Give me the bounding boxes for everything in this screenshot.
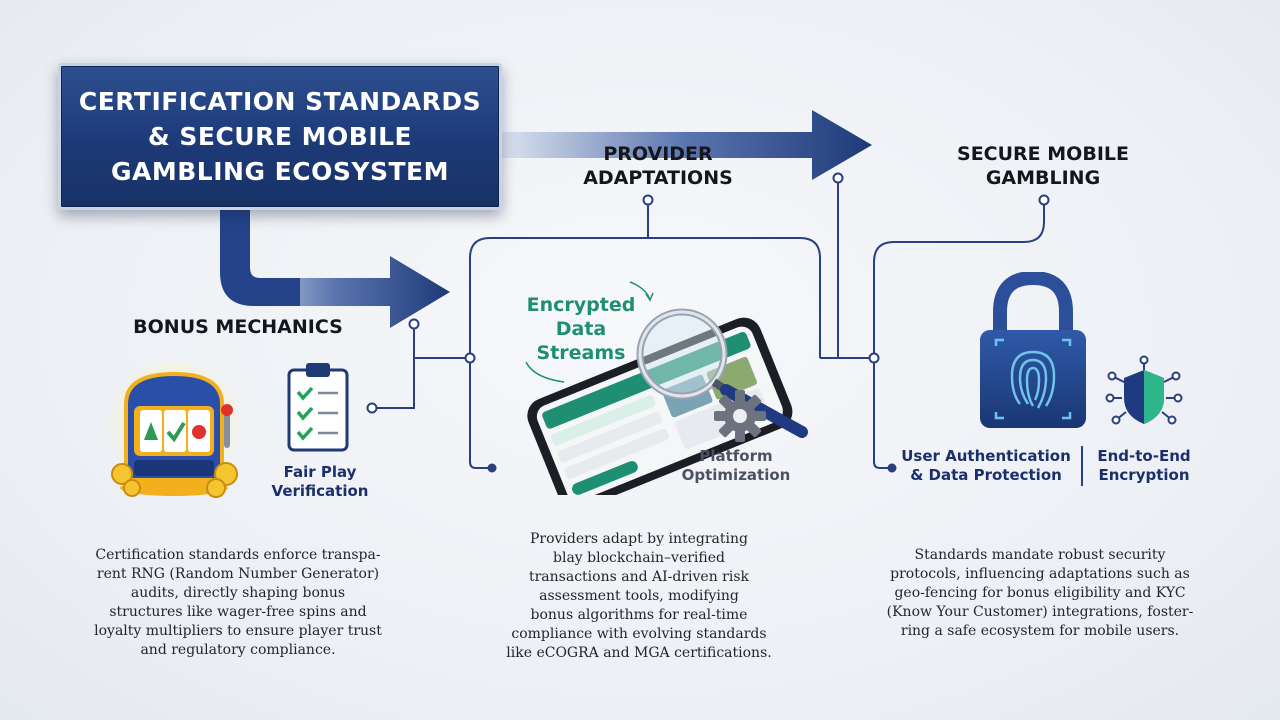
bonus-desc-line: audits, directly shaping bonus bbox=[130, 585, 346, 601]
user-auth-line-2: & Data Protection bbox=[910, 466, 1062, 484]
provider-heading-line-2: ADAPTATIONS bbox=[583, 167, 733, 189]
bonus-desc-line: Certification standards enforce transpa- bbox=[95, 547, 381, 563]
bonus-desc-line: and regulatory compliance. bbox=[140, 642, 336, 658]
secure-desc-line: (Know Your Customer) integrations, foste… bbox=[886, 604, 1194, 620]
page-title: CERTIFICATION STANDARDS & SECURE MOBILE … bbox=[70, 84, 490, 189]
e2e-line-1: End-to-End bbox=[1097, 447, 1191, 465]
title-banner: CERTIFICATION STANDARDS & SECURE MOBILE … bbox=[58, 63, 502, 210]
e2e-line-2: Encryption bbox=[1098, 466, 1190, 484]
encrypted-line-3: Streams bbox=[536, 342, 626, 364]
secure-heading-line-2: GAMBLING bbox=[985, 167, 1101, 189]
encrypted-line-1: Encrypted bbox=[526, 294, 636, 316]
provider-desc-line: transactions and AI-driven risk bbox=[528, 569, 749, 585]
fair-play-line-2: Verification bbox=[271, 482, 369, 500]
provider-heading-line-1: PROVIDER bbox=[603, 143, 713, 165]
secure-desc-line: protocols, influencing adaptations such … bbox=[890, 566, 1190, 582]
platform-optimization-label: Platform Optimization bbox=[676, 447, 796, 485]
secure-heading-line-1: SECURE MOBILE bbox=[957, 143, 1129, 165]
secure-mobile-description: Standards mandate robust security protoc… bbox=[862, 546, 1218, 641]
bonus-desc-line: structures like wager-free spins and bbox=[109, 604, 367, 620]
clipboard-checklist-icon bbox=[287, 363, 349, 452]
flow-arrow-top bbox=[498, 110, 872, 180]
bonus-mechanics-heading: BONUS MECHANICS bbox=[118, 315, 358, 339]
user-authentication-label: User Authentication & Data Protection bbox=[893, 447, 1079, 485]
fair-play-verification-label: Fair Play Verification bbox=[256, 463, 384, 501]
title-line-1: CERTIFICATION STANDARDS bbox=[78, 87, 482, 116]
platform-line-2: Optimization bbox=[681, 466, 791, 484]
platform-line-1: Platform bbox=[699, 447, 773, 465]
bonus-mechanics-description: Certification standards enforce transpa-… bbox=[58, 546, 418, 660]
end-to-end-encryption-label: End-to-End Encryption bbox=[1090, 447, 1198, 485]
title-line-3: GAMBLING ECOSYSTEM bbox=[111, 157, 449, 186]
provider-adaptations-description: Providers adapt by integrating blay bloc… bbox=[484, 530, 794, 663]
provider-adaptations-heading: PROVIDER ADAPTATIONS bbox=[560, 142, 756, 190]
bonus-desc-line: rent RNG (Random Number Generator) bbox=[96, 566, 380, 582]
encrypted-data-streams-label: Encrypted Data Streams bbox=[516, 293, 646, 365]
stream-swirl-icon bbox=[525, 281, 654, 383]
bonus-desc-line: loyalty multipliers to ensure player tru… bbox=[94, 623, 382, 639]
secure-desc-line: Standards mandate robust security bbox=[914, 547, 1166, 563]
secure-mobile-heading: SECURE MOBILE GAMBLING bbox=[938, 142, 1148, 190]
slot-machine-icon bbox=[108, 362, 240, 498]
provider-desc-line: assessment tools, modifying bbox=[539, 588, 739, 604]
provider-desc-line: bonus algorithms for real-time bbox=[530, 607, 748, 623]
secure-desc-line: geo-fencing for bonus eligibility and KY… bbox=[894, 585, 1186, 601]
gear-icon bbox=[714, 390, 766, 442]
encrypted-line-2: Data bbox=[555, 318, 607, 340]
connector-nodes bbox=[366, 172, 1050, 414]
provider-desc-line: Providers adapt by integrating bbox=[529, 531, 748, 547]
fair-play-line-1: Fair Play bbox=[283, 463, 357, 481]
flow-arrow-left bbox=[220, 204, 450, 328]
provider-desc-line: like eCOGRA and MGA certifications. bbox=[506, 645, 772, 661]
shield-network-icon bbox=[1105, 355, 1183, 425]
connector-lines bbox=[372, 178, 1045, 469]
user-auth-line-1: User Authentication bbox=[901, 447, 1071, 465]
connector-dots bbox=[487, 463, 897, 473]
title-line-2: & SECURE MOBILE bbox=[147, 122, 413, 151]
bonus-heading-text: BONUS MECHANICS bbox=[133, 316, 343, 338]
secure-desc-line: ring a safe ecosystem for mobile users. bbox=[900, 623, 1180, 639]
padlock-fingerprint-icon bbox=[980, 272, 1086, 428]
provider-desc-line: blay blockchain–verified bbox=[553, 550, 725, 566]
provider-desc-line: compliance with evolving standards bbox=[511, 626, 767, 642]
